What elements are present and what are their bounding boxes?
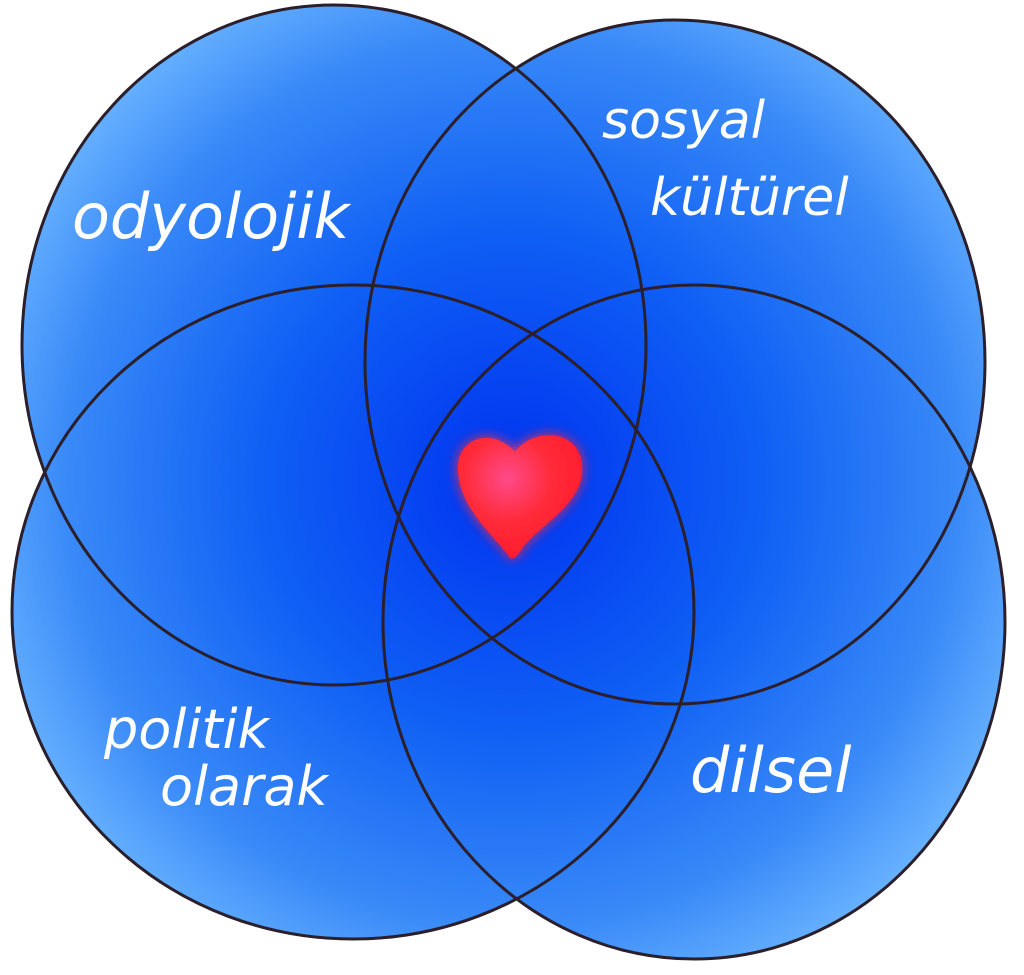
circle-outline-sosyal-kulturel xyxy=(363,18,987,706)
label-sosyal: sosyal xyxy=(602,91,766,151)
circle-outline-dilsel xyxy=(381,283,1007,961)
label-politik: politik xyxy=(103,698,271,761)
label-olarak: olarak xyxy=(160,755,330,818)
circle-outlines xyxy=(10,3,1007,961)
label-dilsel: dilsel xyxy=(690,734,851,807)
label-odyolojik: odyolojik xyxy=(72,180,352,253)
label-kulturel: kültürel xyxy=(650,168,849,228)
circle-outline-politik-olarak xyxy=(10,283,696,941)
circle-outline-odyolojik xyxy=(20,3,648,687)
heart-icon xyxy=(457,435,583,559)
